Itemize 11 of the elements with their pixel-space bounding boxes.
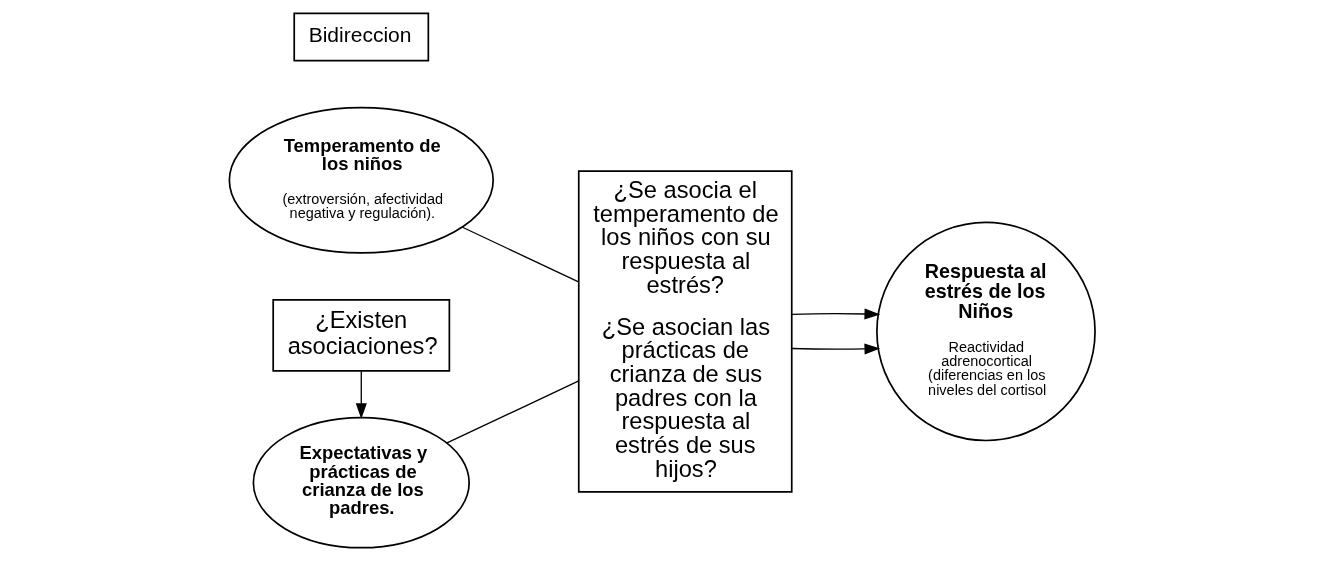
node-box: ¿Existen asociaciones? bbox=[271, 299, 450, 372]
node-box: ¿Se asocia el temperamento de los niños con su respuesta al estrés? ¿Se asocian las prácticas de crianza de sus padres con la respuesta al estrés de sus hijos? bbox=[577, 170, 793, 493]
node-circle: Respuesta al estrés de los Niños Reactividad adrenocortical (diferencias en los niveles del cortisol bbox=[875, 221, 1096, 442]
node-ellipse: Temperamento de los niños (extroversión, afectividad negativa y regulación). bbox=[228, 106, 494, 254]
node-box: Bidireccion bbox=[292, 12, 429, 62]
node-ellipse: Expectativas y prácticas de crianza de los padres. bbox=[252, 416, 470, 549]
connector bbox=[445, 380, 579, 444]
arrow bbox=[790, 343, 880, 355]
arrow bbox=[355, 370, 367, 420]
arrow bbox=[790, 308, 880, 320]
connector bbox=[461, 226, 579, 283]
